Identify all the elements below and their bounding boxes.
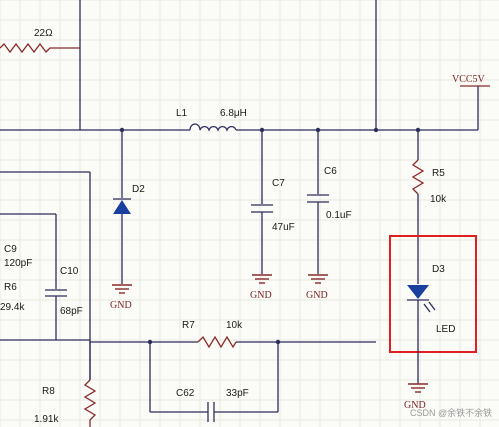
label-c7-value: 47uF	[272, 222, 295, 233]
label-c62-value: 33pF	[226, 388, 249, 399]
label-c7: C7	[272, 178, 285, 189]
label-gnd-d3: GND	[404, 400, 426, 411]
label-c10-value: 68pF	[60, 306, 83, 317]
junction-right	[373, 127, 379, 133]
led-light-arrows-icon	[423, 301, 436, 313]
resistor-top-left	[0, 42, 80, 54]
label-l1-value: 6.8μH	[220, 108, 247, 119]
label-vcc: VCC5V	[452, 74, 486, 85]
gnd-symbol-d2	[112, 284, 132, 294]
label-c6-value: 0.1uF	[326, 210, 352, 221]
label-r7: R7	[182, 320, 195, 331]
label-r7-value: 10k	[226, 320, 243, 331]
highlight-box-d3	[389, 235, 477, 353]
label-gnd-d2: GND	[110, 300, 132, 311]
label-d3: D3	[432, 264, 445, 275]
label-c10: C10	[60, 266, 79, 277]
label-r6: R6	[4, 282, 17, 293]
label-r8: R8	[42, 386, 55, 397]
gnd-symbol-c7	[252, 274, 272, 284]
label-d2: D2	[132, 184, 145, 195]
led-d3-body	[407, 285, 429, 299]
label-d3-value: LED	[436, 324, 455, 335]
label-r6-value: 29.4k	[0, 302, 25, 313]
label-gnd-c6: GND	[306, 290, 328, 301]
resistor-r7	[197, 335, 237, 349]
label-c9: C9	[4, 244, 17, 255]
diode-d2-body	[113, 200, 131, 214]
label-r-top: 22Ω	[34, 28, 53, 39]
watermark-text: CSDN @余铁不余铁	[410, 407, 492, 418]
label-c6: C6	[324, 166, 337, 177]
gnd-symbol-c6	[308, 274, 328, 284]
label-r8-value: 1.91k	[34, 414, 59, 425]
label-r5: R5	[432, 168, 445, 179]
label-c62: C62	[176, 388, 195, 399]
label-gnd-c7: GND	[250, 290, 272, 301]
label-l1: L1	[176, 108, 188, 119]
label-r5-value: 10k	[430, 194, 447, 205]
inductor-l1	[189, 123, 237, 132]
resistor-r5	[411, 159, 425, 195]
resistor-r8	[83, 379, 97, 427]
gnd-symbol-d3	[408, 383, 428, 393]
label-c9-value: 120pF	[4, 258, 32, 269]
